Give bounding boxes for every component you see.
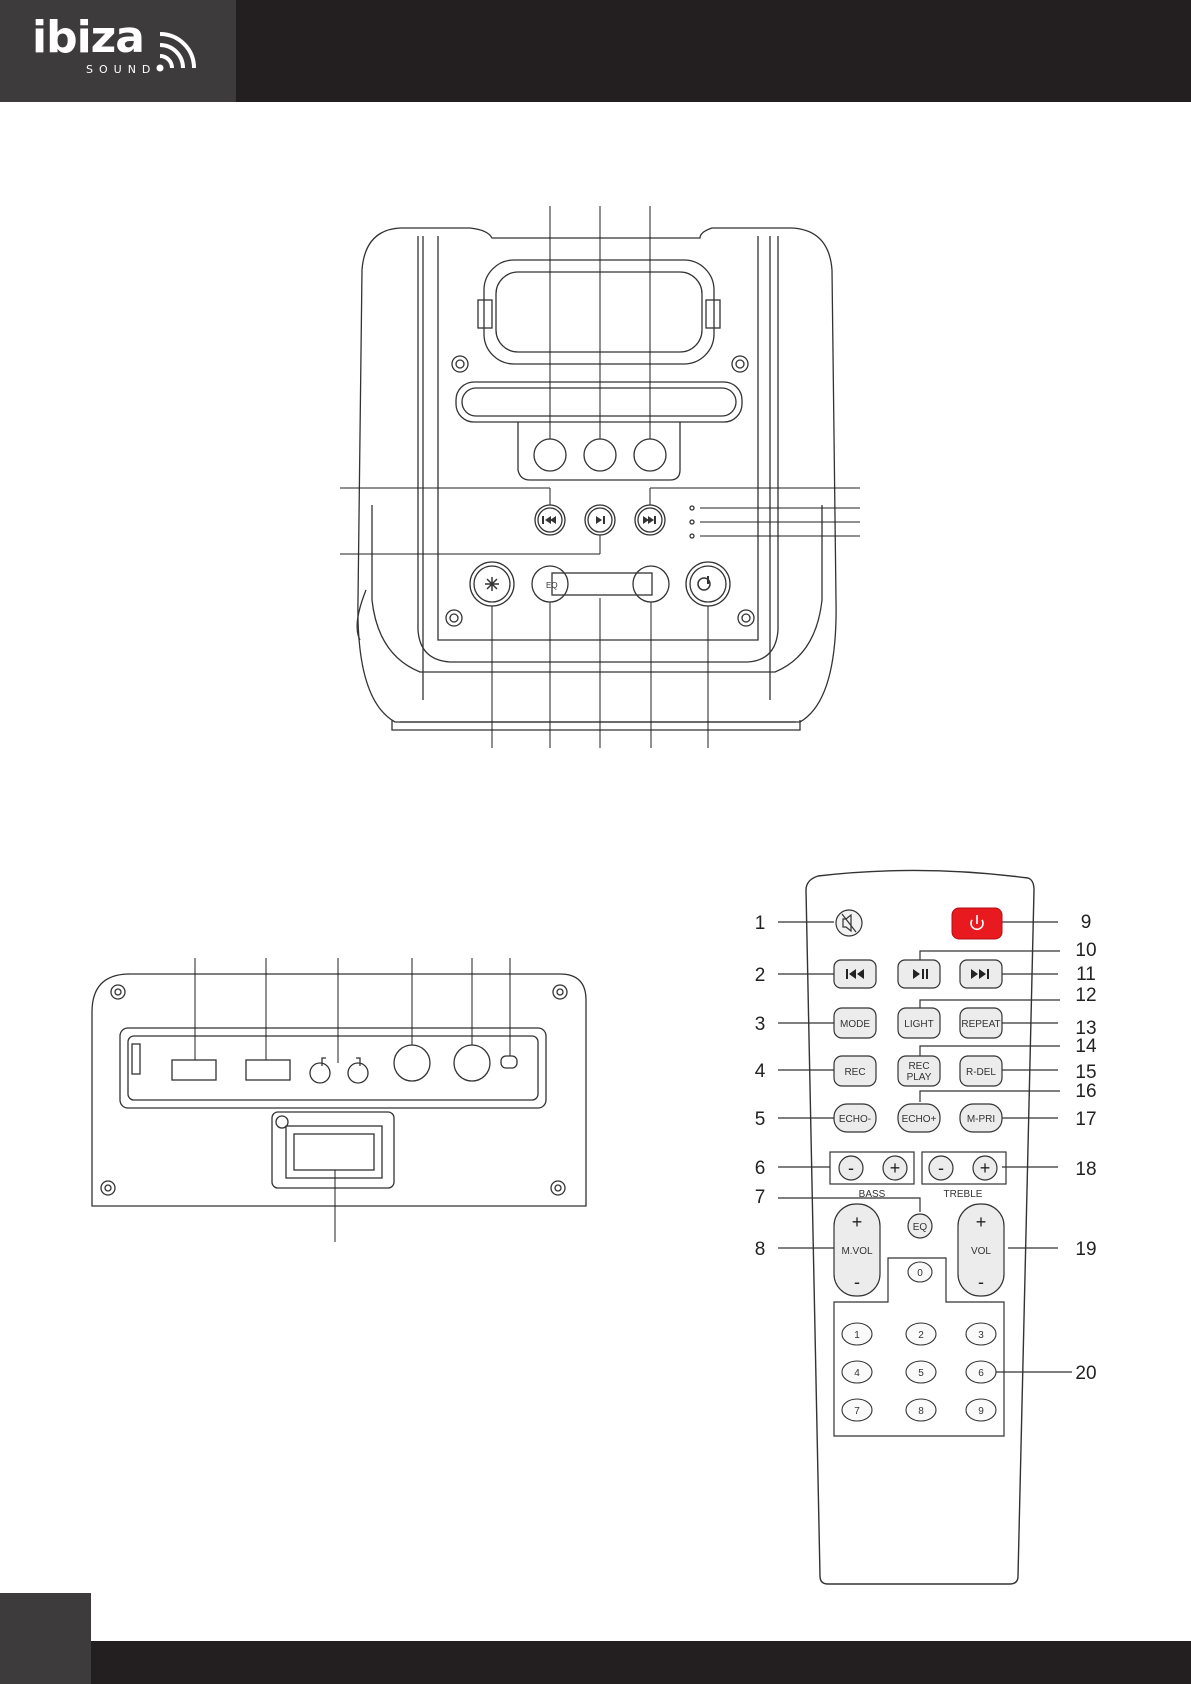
rec-label: REC [844, 1067, 865, 1078]
bass-plus-button[interactable]: + [883, 1156, 907, 1180]
bass-minus-label: - [848, 1158, 854, 1178]
digit-3-label: 3 [978, 1330, 984, 1341]
treble-minus-label: - [938, 1158, 944, 1178]
digit-9-button[interactable]: 9 [966, 1399, 996, 1421]
digit-0-button[interactable]: 0 [908, 1262, 932, 1282]
callout-7: 7 [755, 1187, 766, 1208]
play-pause-button[interactable] [898, 960, 940, 988]
callout-16: 16 [1075, 1081, 1096, 1102]
bass-label: BASS [859, 1189, 886, 1200]
rdel-label: R-DEL [966, 1067, 996, 1078]
callout-11: 11 [1076, 964, 1096, 985]
digit-7-label: 7 [854, 1406, 860, 1417]
callout-5: 5 [755, 1109, 766, 1130]
callout-8: 8 [755, 1239, 766, 1260]
next-button[interactable] [960, 960, 1002, 988]
repeat-label: REPEAT [961, 1019, 1000, 1030]
digit-5-button[interactable]: 5 [906, 1361, 936, 1383]
callout-12: 12 [1075, 985, 1096, 1006]
callout-4: 4 [755, 1061, 766, 1082]
digit-0-label: 0 [917, 1268, 923, 1279]
digit-2-button[interactable]: 2 [906, 1323, 936, 1345]
vol-minus: - [978, 1272, 984, 1292]
rec-play-label-2: PLAY [907, 1072, 932, 1083]
mute-button[interactable] [836, 910, 862, 936]
callout-1: 1 [755, 913, 766, 934]
bass-minus-button[interactable]: - [839, 1156, 863, 1180]
mvol-rocker[interactable]: + M.VOL - [834, 1204, 880, 1296]
callout-2: 2 [755, 965, 766, 986]
callout-9: 9 [1081, 912, 1092, 933]
echo-minus-label: ECHO- [839, 1114, 871, 1125]
mvol-label: M.VOL [841, 1246, 873, 1257]
echo-minus-button[interactable]: ECHO- [834, 1104, 876, 1132]
vol-label: VOL [971, 1246, 991, 1257]
treble-plus-button[interactable]: + [973, 1156, 997, 1180]
mode-button[interactable]: MODE [834, 1008, 876, 1038]
callout-19: 19 [1075, 1239, 1096, 1260]
callout-18: 18 [1075, 1159, 1096, 1180]
light-button[interactable]: LIGHT [898, 1008, 940, 1038]
callout-17: 17 [1075, 1109, 1096, 1130]
callout-14: 14 [1075, 1036, 1097, 1057]
repeat-button[interactable]: REPEAT [960, 1008, 1002, 1038]
prev-button[interactable] [834, 960, 876, 988]
light-label: LIGHT [904, 1019, 933, 1030]
digit-1-button[interactable]: 1 [842, 1323, 872, 1345]
treble-plus-label: + [980, 1158, 991, 1178]
digit-5-label: 5 [918, 1368, 924, 1379]
rdel-button[interactable]: R-DEL [960, 1056, 1002, 1086]
mvol-plus: + [852, 1212, 863, 1232]
digit-1-label: 1 [854, 1330, 860, 1341]
vol-plus: + [976, 1212, 987, 1232]
mvol-minus: - [854, 1272, 860, 1292]
treble-label: TREBLE [944, 1189, 983, 1200]
mpri-label: M-PRI [967, 1114, 995, 1125]
callout-20: 20 [1075, 1363, 1096, 1384]
digit-4-button[interactable]: 4 [842, 1361, 872, 1383]
echo-plus-button[interactable]: ECHO+ [898, 1104, 940, 1132]
digit-4-label: 4 [854, 1368, 860, 1379]
power-button[interactable] [952, 908, 1002, 939]
digit-8-label: 8 [918, 1406, 924, 1417]
rec-button[interactable]: REC [834, 1056, 876, 1086]
digit-6-label: 6 [978, 1368, 984, 1379]
digit-9-label: 9 [978, 1406, 984, 1417]
eq-label: EQ [913, 1222, 928, 1233]
rec-play-button[interactable]: REC PLAY [898, 1056, 940, 1086]
digit-3-button[interactable]: 3 [966, 1323, 996, 1345]
mpri-button[interactable]: M-PRI [960, 1104, 1002, 1132]
bass-plus-label: + [890, 1158, 901, 1178]
digit-2-label: 2 [918, 1330, 924, 1341]
treble-minus-button[interactable]: - [929, 1156, 953, 1180]
echo-plus-label: ECHO+ [902, 1114, 937, 1125]
mode-label: MODE [840, 1019, 870, 1030]
callout-6: 6 [755, 1158, 766, 1179]
digit-7-button[interactable]: 7 [842, 1399, 872, 1421]
callout-10: 10 [1075, 940, 1096, 961]
callout-3: 3 [755, 1014, 766, 1035]
rec-play-label-1: REC [908, 1061, 929, 1072]
eq-button[interactable]: EQ [908, 1214, 932, 1238]
digit-6-button[interactable]: 6 [966, 1361, 996, 1383]
vol-rocker[interactable]: + VOL - [958, 1204, 1004, 1296]
callout-15: 15 [1075, 1062, 1096, 1083]
digit-8-button[interactable]: 8 [906, 1399, 936, 1421]
